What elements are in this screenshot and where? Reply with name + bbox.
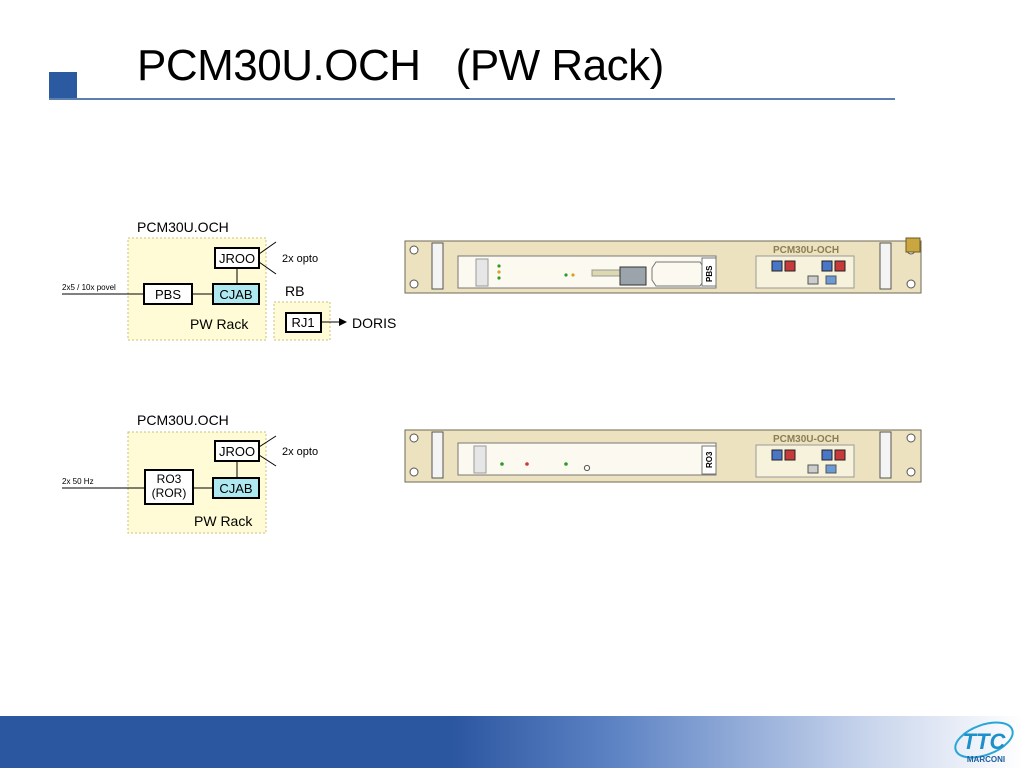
- top-opto-line-2: [258, 261, 277, 275]
- bottom-card-reset-button: [583, 464, 591, 472]
- top-card-label-strip: [475, 258, 489, 287]
- top-och-port-1: [771, 260, 783, 272]
- top-diagram-label: PCM30U.OCH: [137, 219, 229, 235]
- bottom-card-module-tag: [701, 445, 717, 475]
- bottom-diagram-label: PCM30U.OCH: [137, 412, 229, 428]
- bottom-panel-screw-tl: [409, 433, 419, 443]
- top-cjab-label: CJAB: [219, 287, 252, 302]
- bottom-och-port-3: [821, 449, 833, 461]
- top-och-port-2: [784, 260, 796, 272]
- footer-band: [0, 716, 1024, 768]
- bottom-panel-handle-right: [879, 431, 892, 479]
- top-och-eth-port: [807, 275, 819, 285]
- bottom-panel-screw-tr: [906, 433, 916, 443]
- bottom-card-label-strip: [473, 445, 487, 474]
- bottom-panel-screw-bl: [409, 467, 419, 477]
- top-panel-antenna-connector: [905, 237, 921, 253]
- slide-title: PCM30U.OCH (PW Rack): [137, 41, 664, 90]
- bottom-och-port-2: [784, 449, 796, 461]
- top-card-led-3: [497, 276, 501, 280]
- bottom-opto-label: 2x opto: [282, 446, 318, 458]
- top-opto-line-1: [258, 241, 277, 255]
- bottom-cjab-label: CJAB: [219, 481, 252, 496]
- bottom-och-port-4: [834, 449, 846, 461]
- top-panel-handle-left: [431, 242, 444, 290]
- bottom-card-led-2: [525, 462, 529, 466]
- top-rj1-label: RJ1: [291, 315, 314, 330]
- bottom-card-led-3: [564, 462, 568, 466]
- top-jroo-label: JROO: [219, 251, 255, 266]
- title-square: [49, 72, 77, 99]
- bottom-opto-line-2: [258, 454, 277, 467]
- top-pbs-card: [457, 255, 717, 289]
- bottom-input-label: 2x 50 Hz: [62, 477, 94, 486]
- bottom-opto-line-1: [258, 435, 277, 448]
- top-panel-screw-tl: [409, 245, 419, 255]
- top-front-panel: PBS PCM30U-OCH: [404, 237, 922, 294]
- bottom-pw-rack-label: PW Rack: [194, 513, 253, 529]
- top-panel-handle-right: [879, 242, 892, 290]
- top-card-led-2: [497, 270, 501, 274]
- top-rb-label: RB: [285, 283, 304, 299]
- logo-sub: MARCONI: [967, 755, 1005, 764]
- top-och-port-3: [821, 260, 833, 272]
- bottom-jroo-label: JROO: [219, 444, 255, 459]
- bottom-front-panel: RO3 PCM30U-OCH: [404, 429, 922, 483]
- top-doris-label: DORIS: [352, 315, 396, 331]
- top-card-led-5: [571, 273, 575, 277]
- top-och-eth-port-2: [825, 275, 837, 285]
- bottom-card-led-1: [500, 462, 504, 466]
- bottom-ro3-card: [457, 442, 717, 476]
- top-card-led-1: [497, 264, 501, 268]
- top-och-port-4: [834, 260, 846, 272]
- bottom-ror-label: (ROR): [152, 486, 187, 500]
- top-card-led-4: [564, 273, 568, 277]
- bottom-panel-module-label: RO3: [705, 451, 714, 468]
- bottom-ro3-box: [144, 469, 194, 505]
- top-opto-label: 2x opto: [282, 253, 318, 265]
- top-pw-rack-label: PW Rack: [190, 316, 249, 332]
- top-card-sub-d-connector: [651, 261, 705, 287]
- bottom-och-port-1: [771, 449, 783, 461]
- bottom-panel-brand: PCM30U-OCH: [773, 434, 839, 445]
- bottom-panel-handle-left: [431, 431, 444, 479]
- ttc-marconi-logo: TTC MARCONI: [954, 721, 1014, 764]
- top-panel-brand: PCM30U-OCH: [773, 245, 839, 256]
- logo-orbit: [954, 721, 1014, 759]
- bottom-block-diagram: PCM30U.OCH JROO CJAB RO3 (ROR) 2x 50 Hz …: [62, 412, 318, 534]
- title-rule: [49, 98, 895, 100]
- logo-brand: TTC: [963, 729, 1007, 754]
- bottom-ro3-label: RO3: [157, 472, 182, 486]
- bottom-och-eth-port-2: [825, 464, 837, 474]
- top-card-opto-ports: [619, 266, 647, 286]
- top-block-diagram: PCM30U.OCH JROO CJAB PBS 2x5 / 10x povel…: [62, 219, 396, 341]
- top-panel-screw-br: [906, 279, 916, 289]
- top-card-module-tag: [701, 257, 717, 287]
- top-card-led-bank: [591, 269, 621, 277]
- diagram-canvas: PCM30U.OCH JROO CJAB PBS 2x5 / 10x povel…: [62, 219, 922, 534]
- bottom-panel-screw-br: [906, 467, 916, 477]
- top-input-label: 2x5 / 10x povel: [62, 283, 116, 292]
- top-panel-screw-bl: [409, 279, 419, 289]
- top-pbs-label: PBS: [155, 287, 181, 302]
- top-panel-module-label: PBS: [705, 265, 714, 282]
- bottom-och-eth-port: [807, 464, 819, 474]
